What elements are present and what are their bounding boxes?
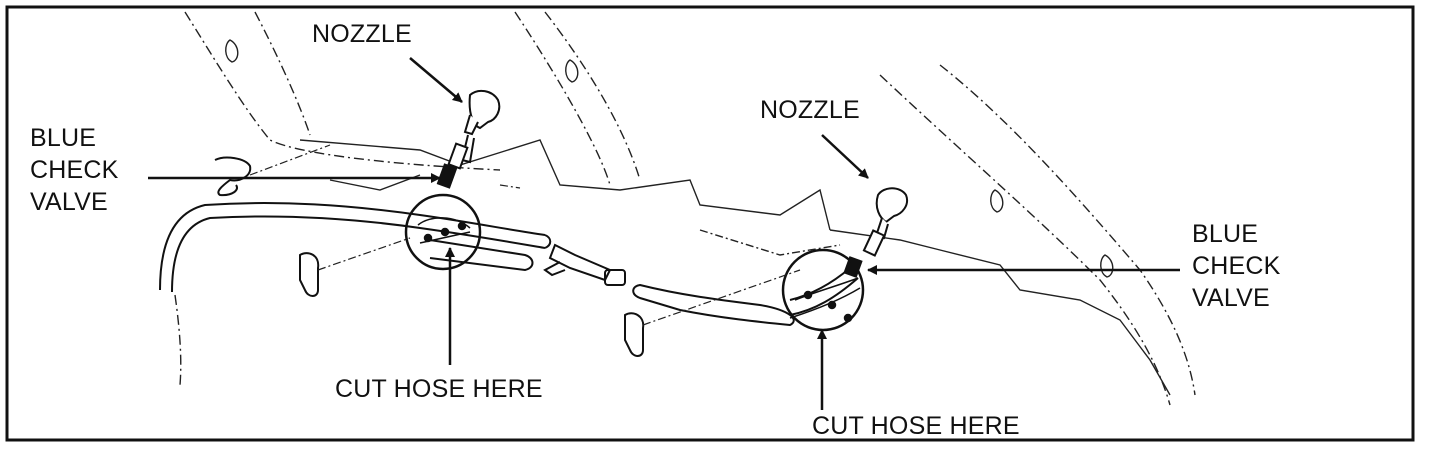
cut-hose-right-text: CUT HOSE HERE	[812, 412, 1020, 440]
check-valve-right-line-1: BLUE	[1192, 220, 1259, 248]
nozzle-label-right: NOZZLE	[760, 94, 860, 126]
check-valve-left-line-1: BLUE	[30, 124, 97, 152]
guide-lines	[249, 144, 801, 326]
washer-hose-right	[789, 267, 859, 316]
diagram-frame	[5, 5, 1415, 442]
check-valve-left-part	[436, 163, 458, 189]
cut-hose-label-right: CUT HOSE HERE	[812, 410, 1020, 442]
nozzle-label-left: NOZZLE	[312, 18, 412, 50]
nozzle-right-text: NOZZLE	[760, 96, 860, 124]
nozzle-right-part	[862, 187, 908, 257]
check-valve-label-right: BLUE CHECK VALVE	[1192, 218, 1281, 314]
check-valve-left-line-3: VALVE	[30, 188, 108, 216]
check-valve-label-left: BLUE CHECK VALVE	[30, 122, 119, 218]
callout-arrows	[148, 57, 1180, 410]
washer-hose-left	[159, 202, 552, 293]
nozzle-left-part	[447, 89, 501, 170]
cut-circle-left	[404, 193, 482, 271]
hood-outline	[174, 11, 1196, 406]
arrow-nozzle-right	[821, 134, 869, 179]
hose-connectors	[543, 243, 795, 327]
cut-hose-label-left: CUT HOSE HERE	[335, 373, 543, 405]
check-valve-left-line-2: CHECK	[30, 156, 119, 184]
nozzle-left-text: NOZZLE	[312, 20, 412, 48]
check-valve-right-line-3: VALVE	[1192, 284, 1270, 312]
hose-clips	[214, 156, 645, 357]
cut-hose-left-text: CUT HOSE HERE	[335, 375, 543, 403]
cut-circle-right	[781, 248, 865, 332]
check-valve-right-line-2: CHECK	[1192, 252, 1281, 280]
arrow-nozzle-left	[409, 57, 463, 103]
